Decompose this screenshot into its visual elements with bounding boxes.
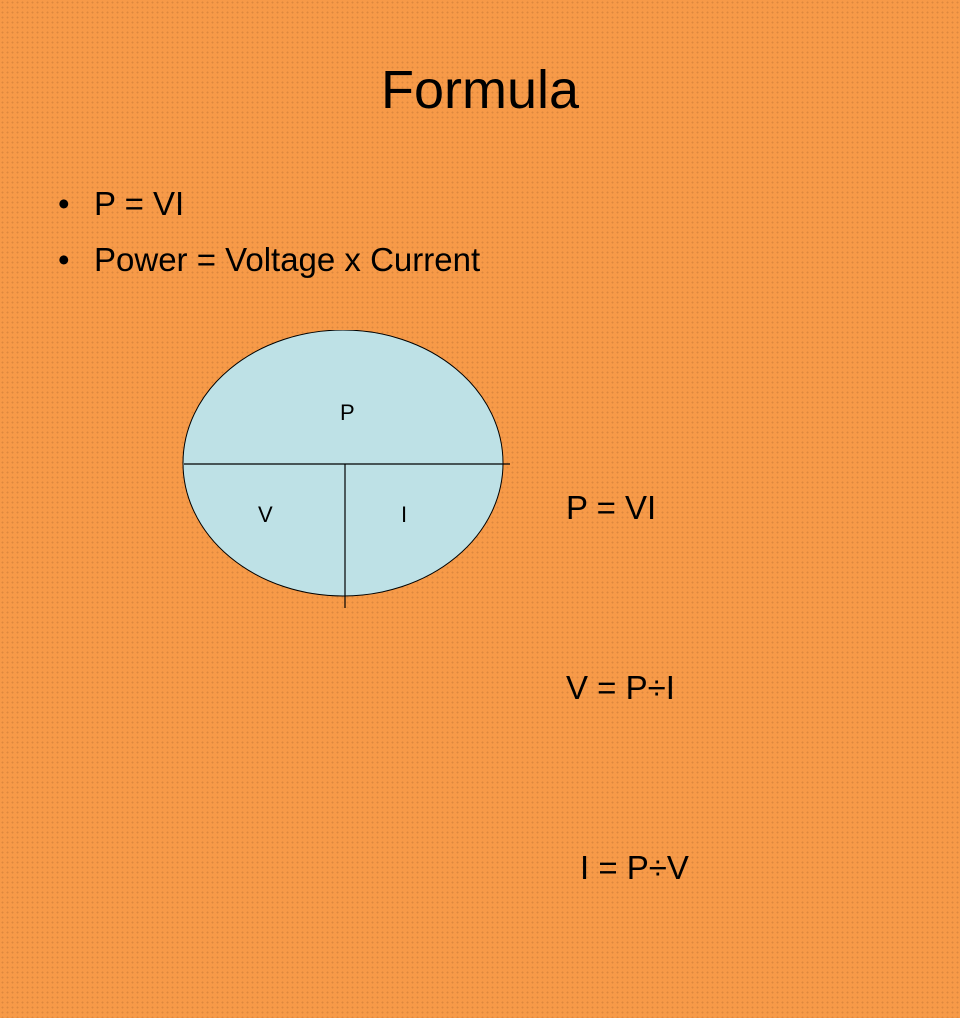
- slide-title: Formula: [380, 60, 580, 120]
- bullet-item: • P = VI: [58, 176, 480, 232]
- bullet-text: Power = Voltage x Current: [94, 241, 481, 278]
- formula-voltage: V = P÷I: [566, 669, 675, 706]
- diagram-ellipse: [182, 330, 504, 597]
- bullet-text: P = VI: [94, 185, 185, 222]
- formula-list: P = VI V = P÷I I = P÷V: [566, 358, 689, 1018]
- formula-power: P = VI: [566, 489, 657, 526]
- bullet-list: • P = VI • Power = Voltage x Current: [58, 176, 480, 288]
- bullet-item: • Power = Voltage x Current: [58, 232, 480, 288]
- bullet-marker: •: [58, 185, 70, 222]
- diagram-label-voltage: V: [258, 502, 273, 527]
- diagram-label-power: P: [340, 400, 355, 425]
- formula-current: I = P÷V: [580, 849, 689, 886]
- diagram-label-current: I: [401, 502, 407, 527]
- slide: Formula • P = VI • Power = Voltage x Cur…: [58, 60, 689, 886]
- bullet-marker: •: [58, 241, 70, 278]
- formula-triangle-diagram: P V I: [182, 330, 510, 608]
